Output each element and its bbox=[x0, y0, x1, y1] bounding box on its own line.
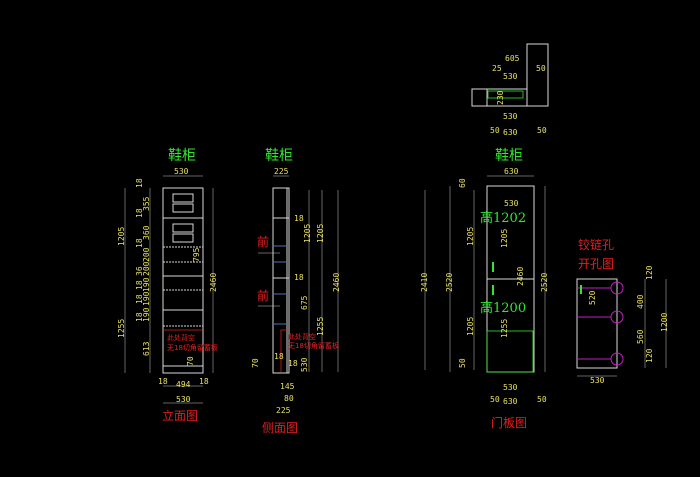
dim: 18 bbox=[135, 238, 144, 248]
door-caption: 门板图 bbox=[491, 415, 527, 430]
dim: 494 bbox=[176, 380, 191, 389]
front-direction-label: 前 bbox=[257, 288, 269, 303]
front-direction-label: 前 bbox=[257, 234, 269, 249]
hinge-title: 开孔图 bbox=[578, 257, 614, 271]
dim: 795 bbox=[192, 247, 201, 262]
hinge-hole bbox=[610, 310, 624, 324]
dim: 1255 bbox=[500, 319, 509, 338]
dim: 630 bbox=[503, 397, 518, 406]
dim: 70 bbox=[186, 356, 195, 366]
front-cabinet-outline bbox=[162, 187, 204, 374]
dim: 2460 bbox=[332, 273, 341, 292]
dim: 630 bbox=[504, 167, 519, 176]
dim: 190 bbox=[142, 291, 151, 306]
dim: 18 bbox=[199, 377, 209, 386]
dim: 2520 bbox=[540, 273, 549, 292]
dim: 360 bbox=[142, 225, 151, 240]
door-panel-view: 630 530 高1202 高1200 60 50 1205 1205 1205… bbox=[420, 167, 549, 430]
dim: 355 bbox=[142, 196, 151, 211]
dim: 50 bbox=[537, 126, 547, 135]
dim: 1205 bbox=[303, 224, 312, 243]
side-note: 无18切角留蓄板 bbox=[288, 341, 339, 350]
dim: 36 bbox=[135, 266, 144, 276]
dim: 225 bbox=[276, 406, 291, 415]
front-title: 鞋柜 bbox=[168, 148, 196, 164]
dim: 1205 bbox=[316, 224, 325, 243]
dim: 225 bbox=[274, 167, 289, 176]
dim: 1200 bbox=[660, 313, 669, 332]
dim: 18 bbox=[274, 352, 284, 361]
door-upper-height: 高1202 bbox=[480, 210, 526, 226]
dim: 400 bbox=[636, 294, 645, 309]
dim: 145 bbox=[280, 382, 295, 391]
plan-view: 605 25 530 50 230 530 50 630 50 鞋柜 bbox=[471, 43, 549, 164]
front-note: 此处背空 bbox=[167, 333, 195, 342]
hinge-hole bbox=[610, 281, 624, 295]
hinge-title: 铰链孔 bbox=[578, 237, 614, 252]
dim: 200 bbox=[142, 247, 151, 262]
dim: 520 bbox=[588, 290, 597, 305]
dim: 530 bbox=[503, 112, 518, 121]
dim: 50 bbox=[537, 395, 547, 404]
dim: 530 bbox=[176, 395, 191, 404]
dim: 530 bbox=[300, 357, 309, 372]
front-elevation: 鞋柜 530 18 355 18 360 18 200 36 200 18 19… bbox=[117, 148, 218, 423]
door-lower-height: 高1200 bbox=[480, 300, 526, 316]
dim: 18 bbox=[294, 273, 304, 282]
dim: 1205 bbox=[500, 229, 509, 248]
dim: 190 bbox=[142, 277, 151, 292]
dim: 2460 bbox=[209, 273, 218, 292]
side-caption: 侧面图 bbox=[262, 421, 298, 435]
dim: 18 bbox=[158, 377, 168, 386]
dim: 60 bbox=[458, 178, 467, 188]
side-title: 鞋柜 bbox=[265, 148, 293, 164]
dim: 1205 bbox=[466, 317, 475, 336]
dim: 190 bbox=[142, 307, 151, 322]
hinge-hole bbox=[610, 352, 624, 366]
dim: 80 bbox=[284, 394, 294, 403]
dim: 50 bbox=[490, 395, 500, 404]
dim: 605 bbox=[505, 54, 520, 63]
dim: 1205 bbox=[466, 227, 475, 246]
dim: 50 bbox=[490, 126, 500, 135]
dim: 18 bbox=[135, 280, 144, 290]
dim: 1255 bbox=[316, 317, 325, 336]
dim: 18 bbox=[294, 214, 304, 223]
dim: 1255 bbox=[117, 319, 126, 338]
dim: 2520 bbox=[445, 273, 454, 292]
side-cabinet-outline bbox=[272, 187, 290, 374]
dim: 530 bbox=[503, 383, 518, 392]
dim: 613 bbox=[142, 341, 151, 356]
dim: 50 bbox=[536, 64, 546, 73]
dim: 530 bbox=[504, 199, 519, 208]
dim: 120 bbox=[645, 265, 654, 280]
dim: 1205 bbox=[117, 227, 126, 246]
dim: 18 bbox=[135, 208, 144, 218]
dim: 2410 bbox=[420, 273, 429, 292]
dim: 560 bbox=[636, 329, 645, 344]
hinge-hole-view: 铰链孔 开孔图 520 120 400 560 120 1200 530 bbox=[576, 237, 669, 385]
dim: 230 bbox=[496, 90, 505, 105]
dim: 18 bbox=[135, 294, 144, 304]
dim: 25 bbox=[492, 64, 502, 73]
dim: 530 bbox=[503, 72, 518, 81]
dim: 18 bbox=[135, 178, 144, 188]
dim-width-top: 530 bbox=[174, 167, 189, 176]
dim: 18 bbox=[135, 312, 144, 322]
dim: 120 bbox=[645, 348, 654, 363]
plan-title: 鞋柜 bbox=[495, 148, 523, 164]
dim: 675 bbox=[300, 295, 309, 310]
dim: 70 bbox=[251, 358, 260, 368]
front-caption: 立面图 bbox=[162, 408, 198, 423]
dim: 50 bbox=[458, 358, 467, 368]
front-note: 无18切角留蓄板 bbox=[167, 343, 218, 352]
dim: 630 bbox=[503, 128, 518, 137]
dim: 18 bbox=[288, 359, 298, 368]
dim: 200 bbox=[142, 261, 151, 276]
dim: 530 bbox=[590, 376, 605, 385]
side-elevation: 鞋柜 225 前 前 18 18 1205 1205 2460 675 1255… bbox=[251, 148, 341, 435]
dim: 2460 bbox=[516, 267, 525, 286]
side-note: 此处背空 bbox=[288, 332, 316, 341]
